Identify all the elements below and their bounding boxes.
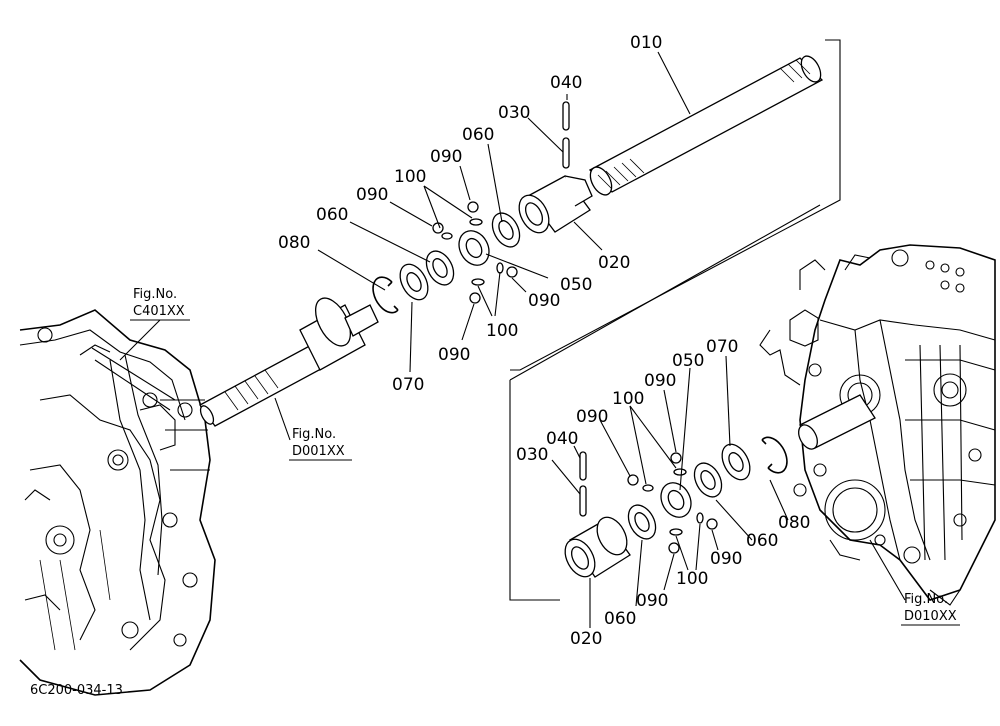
- label-080-bottom: 080: [778, 513, 810, 533]
- label-060-bottom-a: 060: [604, 609, 636, 629]
- label-020-top: 020: [598, 253, 630, 273]
- drawing-code: 6C200-034-13: [30, 683, 123, 698]
- label-100-top-a: 100: [394, 167, 426, 187]
- fig-ref-c401xx[interactable]: Fig.No. C401XX: [130, 287, 190, 321]
- fig-ref-d010xx-code: D010XX: [904, 609, 957, 624]
- leader-lines: [119, 51, 906, 628]
- label-040-top: 040: [550, 73, 582, 93]
- snap-ring-080-bottom[interactable]: [761, 436, 788, 474]
- snap-ring-080-top[interactable]: [372, 276, 399, 314]
- coupling-sleeve-020-bottom[interactable]: [559, 512, 633, 582]
- fig-ref-d001xx-code: D001XX: [292, 444, 345, 459]
- ring-100-top-b[interactable]: [441, 232, 453, 240]
- top-assembly-envelope: [510, 39, 841, 371]
- label-030-top: 030: [498, 103, 530, 123]
- ring-100-bottom-b[interactable]: [642, 484, 654, 492]
- fig-ref-d010xx-title: Fig.No.: [904, 592, 948, 607]
- pin-040-top[interactable]: [562, 101, 570, 131]
- fig-ref-d001xx[interactable]: Fig.No. D001XX: [289, 427, 352, 461]
- fig-ref-c401xx-title: Fig.No.: [133, 287, 177, 302]
- pin-040-bottom[interactable]: [579, 451, 587, 481]
- label-060-bottom-b: 060: [746, 531, 778, 551]
- pin-030-top[interactable]: [562, 137, 570, 169]
- hub-050-top[interactable]: [453, 226, 495, 271]
- hub-050-bottom[interactable]: [655, 478, 697, 523]
- right-transmission-housing: [759, 244, 996, 606]
- output-shaft-left[interactable]: [198, 292, 379, 427]
- label-090-bottom-d: 090: [636, 591, 668, 611]
- ball-090-bottom-d[interactable]: [668, 542, 680, 554]
- label-030-bottom: 030: [516, 445, 548, 465]
- ring-100-bottom-a[interactable]: [673, 468, 687, 476]
- fig-ref-c401xx-code: C401XX: [133, 304, 185, 319]
- ring-100-bottom-c[interactable]: [696, 512, 704, 524]
- label-020-bottom: 020: [570, 629, 602, 649]
- label-050-bottom: 050: [672, 351, 704, 371]
- label-070-top: 070: [392, 375, 424, 395]
- ring-100-bottom-d[interactable]: [669, 528, 683, 536]
- ball-090-top-a[interactable]: [467, 201, 479, 213]
- label-060-top-a: 060: [316, 205, 348, 225]
- label-090-bottom-c: 090: [710, 549, 742, 569]
- label-010: 010: [630, 33, 662, 53]
- shaft-010-top[interactable]: [586, 53, 825, 199]
- part-labels: 010 040 030 060 090 100 090 060 080 020 …: [278, 33, 810, 649]
- ring-100-top-c[interactable]: [496, 262, 504, 274]
- label-090-bottom-b: 090: [576, 407, 608, 427]
- label-100-bottom-b: 100: [676, 569, 708, 589]
- label-090-top-d: 090: [438, 345, 470, 365]
- label-100-top-b: 100: [486, 321, 518, 341]
- coupling-sleeve-020-top[interactable]: [513, 175, 593, 238]
- ring-100-top-a[interactable]: [469, 218, 483, 226]
- label-050-top: 050: [560, 275, 592, 295]
- ball-090-bottom-c[interactable]: [706, 518, 718, 530]
- ball-090-top-b[interactable]: [432, 222, 444, 234]
- label-060-top-b: 060: [462, 125, 494, 145]
- label-090-top-a: 090: [430, 147, 462, 167]
- label-090-bottom-a: 090: [644, 371, 676, 391]
- ball-090-bottom-b[interactable]: [627, 474, 639, 486]
- ball-090-top-c[interactable]: [506, 266, 518, 278]
- input-shaft-bottom[interactable]: [795, 394, 876, 452]
- bottom-assembly-envelope: [509, 204, 821, 601]
- left-transmission-housing: [19, 309, 216, 696]
- ball-090-bottom-a[interactable]: [670, 452, 682, 464]
- pin-030-bottom[interactable]: [579, 485, 587, 517]
- ball-090-top-d[interactable]: [469, 292, 481, 304]
- label-100-bottom-a: 100: [612, 389, 644, 409]
- label-090-top-b: 090: [356, 185, 388, 205]
- label-090-top-c: 090: [528, 291, 560, 311]
- label-070-bottom: 070: [706, 337, 738, 357]
- fig-ref-d001xx-title: Fig.No.: [292, 427, 336, 442]
- label-040-bottom: 040: [546, 429, 578, 449]
- fig-ref-d010xx[interactable]: Fig.No. D010XX: [901, 592, 960, 626]
- ring-100-top-d[interactable]: [471, 278, 485, 286]
- label-080-top: 080: [278, 233, 310, 253]
